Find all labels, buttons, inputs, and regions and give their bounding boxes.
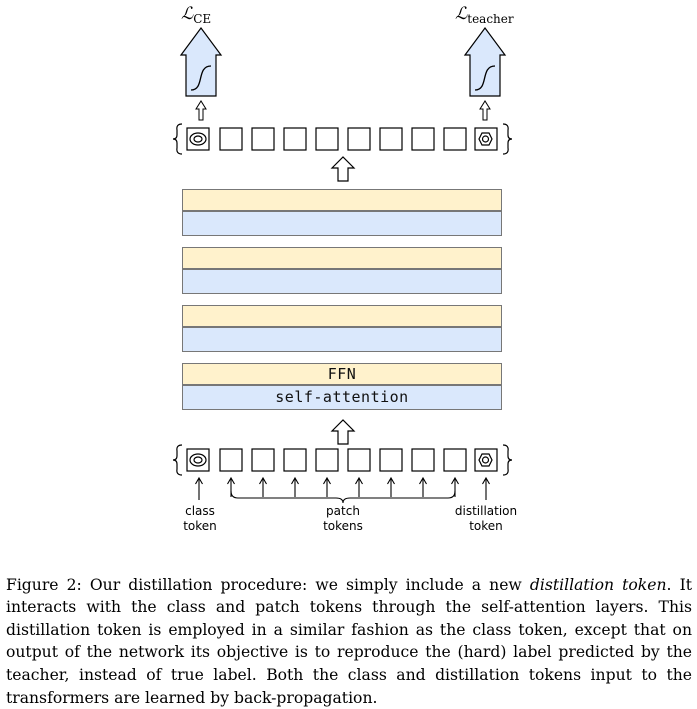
output-patch-token [411,127,435,151]
patch-token [411,448,435,472]
patch-token [251,448,275,472]
output-patch-token [219,127,243,151]
class-token-label-line2: token [183,519,217,533]
output-patch-token [379,127,403,151]
output-patch-token [283,127,307,151]
patch-tokens-label-line2: tokens [323,519,363,533]
patch-token [443,448,467,472]
distill-output-arrow-icon [479,100,491,121]
output-patch-token [347,127,371,151]
caption-rest: . It interacts with the class and patch … [6,575,693,707]
patch-token [315,448,339,472]
layer1-attention [182,211,502,236]
patch-token [283,448,307,472]
upward-arrow-icon [330,156,356,182]
teacher-loss-label: ℒteacher [455,4,514,26]
patch-tokens-label-line1: patch [326,504,360,518]
ce-loss-subscript: CE [193,12,212,26]
layer2-ffn [182,247,502,269]
distillation-token-label-line1: distillation [454,504,518,518]
input-arrow-icon [330,419,356,445]
distillation-token-label-line2: token [469,519,503,533]
class-token-label: class token [170,504,230,534]
patch-token [219,448,243,472]
ce-loss-symbol: ℒ [181,4,194,24]
input-token-row [172,444,513,476]
teacher-head-icon [463,26,507,97]
layer2-attention [182,269,502,294]
output-class-token-icon [186,127,210,151]
diagram-graphics [172,26,513,504]
caption-emphasis: distillation token [529,575,667,594]
class-token-label-line1: class [185,504,215,518]
ffn-block: FFN [182,363,502,385]
input-arrows [195,476,490,504]
layer3-attention [182,327,502,352]
patch-tokens-label: patch tokens [303,504,383,534]
class-output-arrow-icon [195,100,207,121]
ffn-label: FFN [327,365,357,383]
self-attention-block: self-attention [182,385,502,410]
layer3-ffn [182,305,502,327]
ce-head-icon [179,26,223,97]
output-patch-token [315,127,339,151]
output-distillation-token-icon [474,127,498,151]
figure-caption: Figure 2: Our distillation procedure: we… [6,574,692,709]
caption-prefix: Figure 2: Our distillation procedure: we… [6,575,530,594]
distillation-token-label: distillation token [440,504,532,534]
patch-token [347,448,371,472]
class-token-icon [186,448,210,472]
distillation-figure: ℒCE ℒteacher [170,4,532,534]
self-attention-label: self-attention [275,388,409,406]
layer1-ffn [182,189,502,211]
ce-loss-label: ℒCE [181,4,212,26]
patch-token [379,448,403,472]
teacher-loss-subscript: teacher [467,12,514,26]
output-token-row [172,123,513,155]
teacher-loss-symbol: ℒ [455,4,468,24]
output-patch-token [251,127,275,151]
distillation-token-icon [474,448,498,472]
output-patch-token [443,127,467,151]
